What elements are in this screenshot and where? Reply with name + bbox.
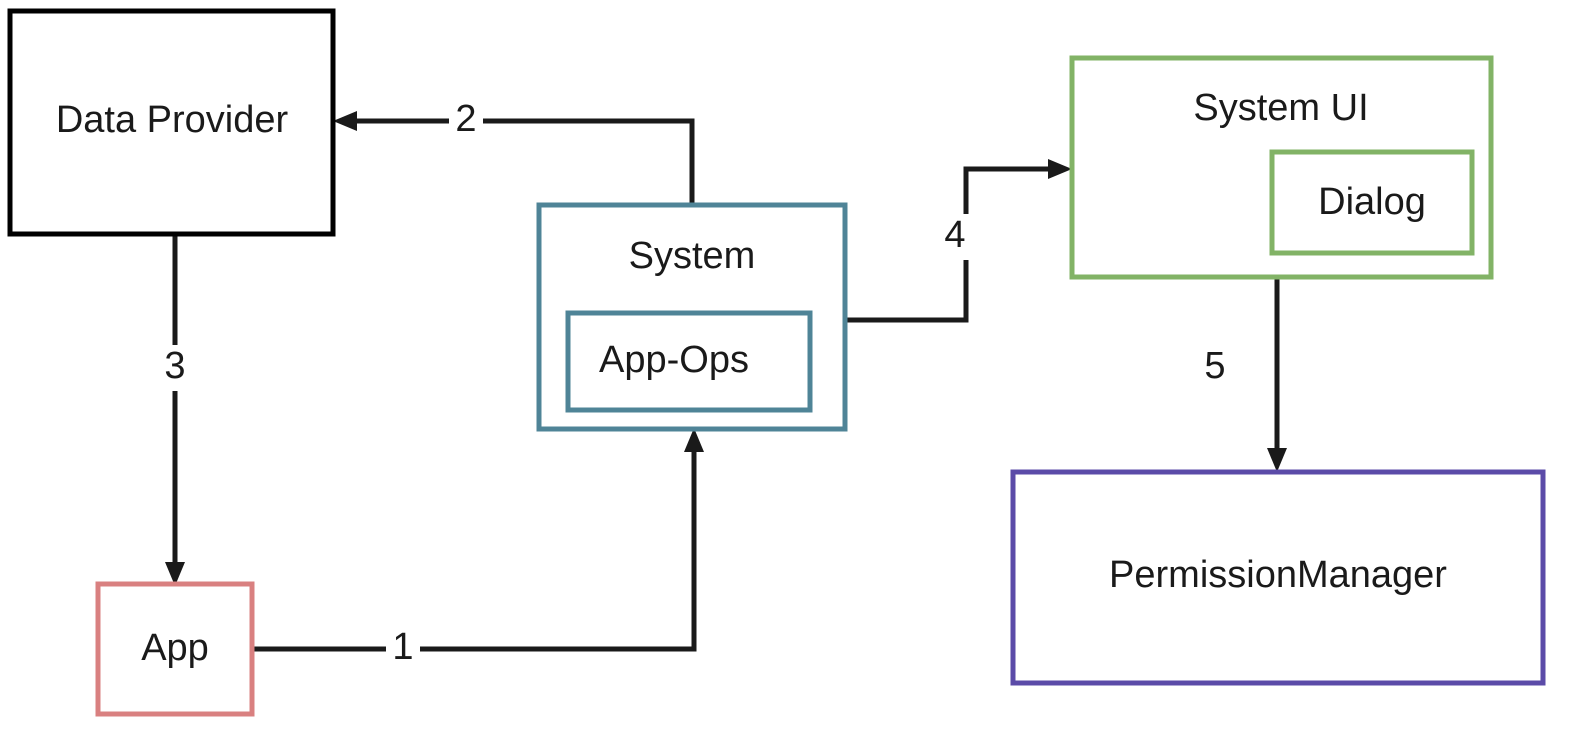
node-box-dialog[interactable] [1269,149,1475,256]
node-permission-manager[interactable]: PermissionManager [1010,469,1546,686]
node-label-system-ui: System UI [1193,87,1368,129]
edge-label-1: 1 [392,626,413,668]
node-app-ops[interactable]: App-Ops [565,310,813,413]
edge-label-group-2: 2 [449,98,483,141]
node-label-permission-manager: PermissionManager [1109,554,1447,596]
edge-label-group-1: 1 [386,626,420,669]
edge-3 [165,234,185,586]
edge-label-5: 5 [1204,345,1225,387]
edge-label-group-3: 3 [158,345,192,391]
edge-2 [333,111,695,205]
node-label-app-ops: App-Ops [599,339,749,381]
arrowhead-icon [165,562,185,586]
edge-label-backdrop [386,629,420,669]
edge-line-2 [345,118,695,205]
edge-label-group-4: 4 [938,214,972,260]
edge-label-backdrop [938,214,972,260]
node-box-app-ops[interactable] [565,310,813,413]
node-box-permission-manager[interactable] [1010,469,1546,686]
edge-label-2: 2 [455,98,476,140]
edge-label-group-5: 5 [1204,345,1225,387]
node-label-dialog: Dialog [1318,181,1426,223]
edge-labels-layer: 1 2 3 4 5 [158,98,1226,669]
node-label-app: App [141,627,209,669]
node-dialog[interactable]: Dialog [1269,149,1475,256]
node-data-provider[interactable]: Data Provider [7,8,336,237]
node-box-data-provider[interactable] [7,8,336,237]
edge-line-1 [252,440,697,652]
node-box-app[interactable] [95,581,255,717]
edge-label-4: 4 [944,214,965,256]
arrowhead-icon [333,111,357,131]
arrowhead-icon [1267,448,1287,472]
edge-1 [252,428,704,652]
edge-label-backdrop [449,101,483,141]
arrowhead-icon [1048,159,1072,179]
node-app[interactable]: App [95,581,255,717]
node-label-data-provider: Data Provider [56,99,289,141]
edge-label-backdrop [158,345,192,391]
node-label-system: System [629,235,756,277]
edge-label-3: 3 [164,345,185,387]
arrowhead-icon [684,428,704,452]
edge-5 [1267,277,1287,472]
